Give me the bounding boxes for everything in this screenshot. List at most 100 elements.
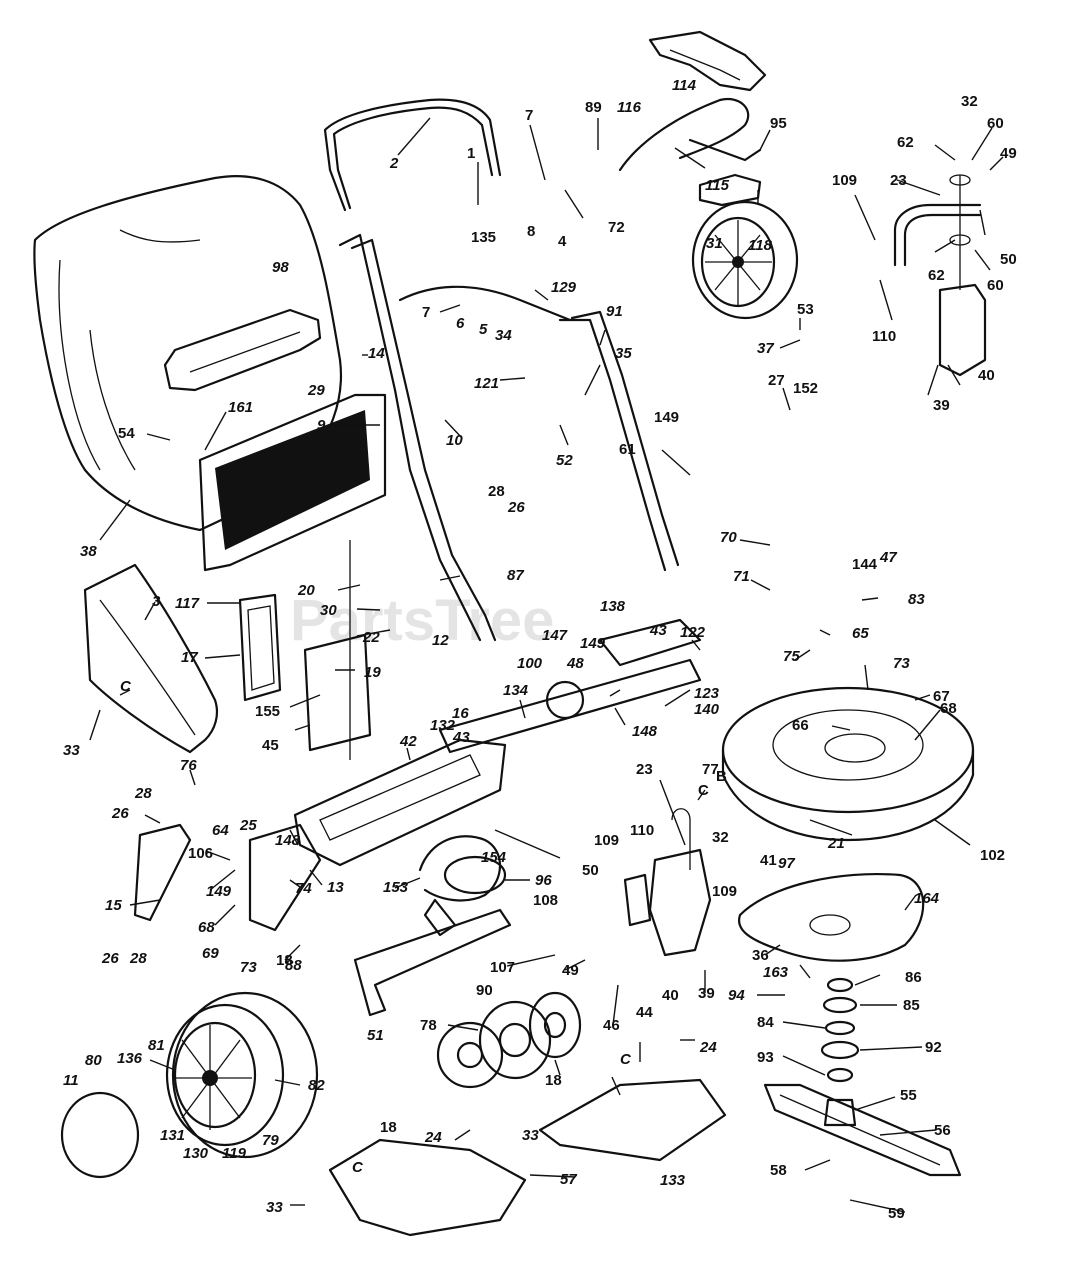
part-label-C: C — [698, 782, 709, 799]
bag-handle — [163, 308, 322, 392]
part-label-67: 67 — [933, 688, 950, 705]
part-label-115: 115 — [705, 177, 730, 194]
deck-shield — [737, 872, 925, 962]
part-label-6: 6 — [456, 315, 465, 332]
part-label-69: 69 — [202, 945, 219, 962]
part-label-38: 38 — [80, 543, 97, 560]
part-label-89: 89 — [585, 99, 602, 116]
part-label-45: 45 — [262, 737, 279, 754]
part-label-153: 153 — [383, 879, 409, 896]
part-label-118: 118 — [748, 237, 773, 254]
part-label-96: 96 — [535, 872, 552, 889]
part-label-42: 42 — [399, 733, 417, 750]
part-label-59: 59 — [888, 1205, 905, 1222]
part-label-140: 140 — [694, 701, 720, 718]
part-label-86: 86 — [905, 969, 922, 986]
part-label-161: 161 — [228, 399, 253, 416]
part-label-88: 88 — [285, 957, 302, 974]
part-label-5: 5 — [479, 321, 488, 338]
part-label-76: 76 — [180, 757, 197, 774]
part-label-164: 164 — [914, 890, 940, 907]
part-label-14: 14 — [368, 345, 385, 362]
part-label-136: 136 — [117, 1050, 143, 1067]
part-label-68: 68 — [940, 700, 957, 717]
side-chute-57 — [328, 1138, 527, 1237]
lower-handle — [338, 233, 680, 642]
part-label-122: 122 — [680, 624, 706, 641]
part-label-34: 34 — [495, 327, 512, 344]
part-label-28: 28 — [129, 950, 147, 967]
part-label-155: 155 — [255, 703, 280, 720]
part-label-C: C — [352, 1159, 364, 1176]
part-label-116: 116 — [617, 99, 642, 116]
part-label-114: 114 — [672, 77, 697, 94]
part-label-28: 28 — [134, 785, 152, 802]
part-label-48: 48 — [566, 655, 584, 672]
part-label-19: 19 — [364, 664, 381, 681]
part-label-2: 2 — [389, 155, 399, 172]
part-label-B: B — [716, 768, 727, 785]
part-label-15: 15 — [105, 897, 122, 914]
part-label-10: 10 — [446, 432, 463, 449]
part-label-62: 62 — [897, 134, 914, 151]
part-label-9: 9 — [317, 417, 326, 434]
part-label-52: 52 — [556, 452, 573, 469]
part-label-33: 33 — [266, 1199, 283, 1216]
part-label-100: 100 — [517, 655, 543, 672]
part-label-129: 129 — [551, 279, 577, 296]
part-label-135: 135 — [471, 229, 496, 246]
part-label-144: 144 — [852, 556, 878, 573]
blade-adapter-stack — [820, 977, 860, 1127]
part-label-110: 110 — [630, 822, 654, 839]
part-label-C: C — [120, 678, 132, 695]
part-label-117: 117 — [175, 595, 200, 612]
part-label-18: 18 — [545, 1072, 562, 1089]
part-label-80: 80 — [85, 1052, 102, 1069]
part-label-31: 31 — [706, 235, 723, 252]
front-wheel — [165, 991, 319, 1159]
part-label-25: 25 — [239, 817, 257, 834]
bag-frame — [198, 393, 387, 572]
part-label-50: 50 — [582, 862, 599, 879]
part-label-95: 95 — [770, 115, 787, 132]
part-label-134: 134 — [503, 682, 529, 699]
height-adjuster-upper — [893, 174, 987, 377]
part-label-152: 152 — [793, 380, 818, 397]
part-label-94: 94 — [728, 987, 745, 1004]
upper-handle — [323, 98, 502, 212]
part-label-49: 49 — [1000, 145, 1017, 162]
part-label-43: 43 — [452, 729, 470, 746]
part-label-26: 26 — [111, 805, 129, 822]
rear-axle — [438, 618, 702, 754]
part-label-47: 47 — [879, 549, 897, 566]
part-label-149: 149 — [654, 409, 679, 426]
part-label-108: 108 — [533, 892, 558, 909]
part-label-50: 50 — [1000, 251, 1017, 268]
part-label-3: 3 — [152, 593, 161, 610]
part-label-46: 46 — [603, 1017, 620, 1034]
part-label-17: 17 — [181, 649, 198, 666]
part-label-60: 60 — [987, 115, 1004, 132]
part-label-149: 149 — [580, 635, 606, 652]
part-label-13: 13 — [327, 879, 344, 896]
part-label-68: 68 — [198, 919, 215, 936]
part-label-24: 24 — [699, 1039, 717, 1056]
part-label-24: 24 — [424, 1129, 442, 1146]
part-label-39: 39 — [698, 985, 715, 1002]
part-label-23: 23 — [890, 172, 907, 189]
part-label-18: 18 — [276, 952, 293, 969]
part-label-36: 36 — [752, 947, 769, 964]
leader-lines — [89, 117, 1004, 1213]
part-label-8: 8 — [527, 223, 535, 240]
cable-lever — [618, 97, 762, 172]
part-label-132: 132 — [430, 717, 456, 734]
part-label-91: 91 — [606, 303, 623, 320]
control-bail — [648, 30, 767, 92]
part-label-7: 7 — [525, 107, 533, 124]
part-label-29: 29 — [307, 382, 325, 399]
part-label-49: 49 — [562, 962, 579, 979]
rear-door — [238, 593, 282, 702]
part-label-26: 26 — [101, 950, 119, 967]
part-label-60: 60 — [987, 277, 1004, 294]
